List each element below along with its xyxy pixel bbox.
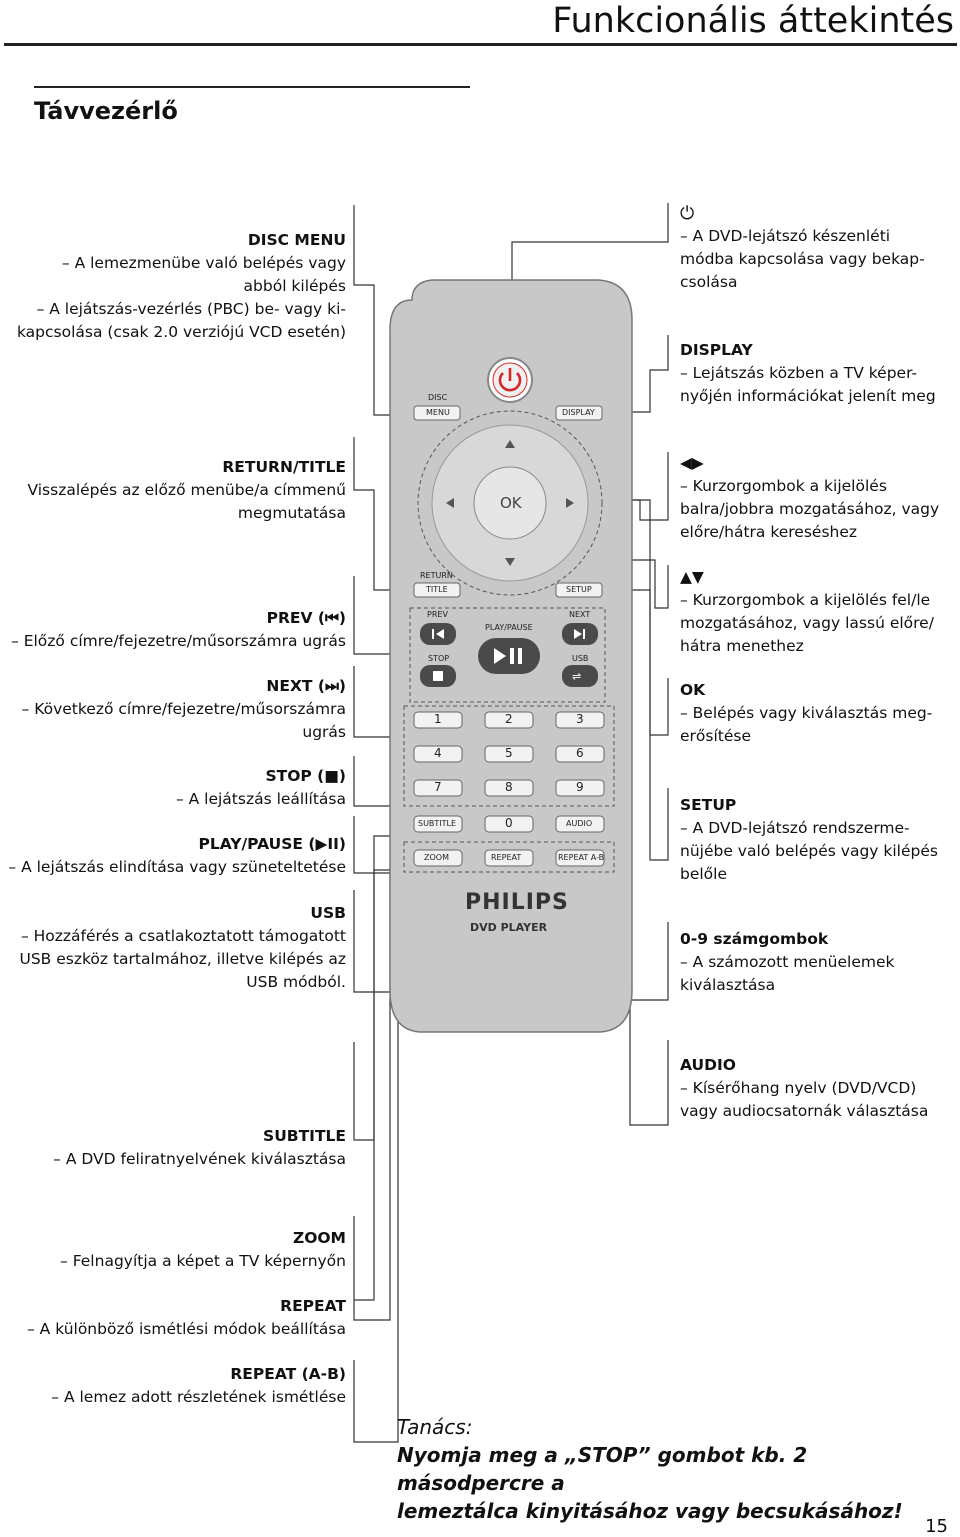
page-number: 15 xyxy=(925,1516,948,1537)
section-title: Távvezérlő xyxy=(34,97,178,125)
label-audio: AUDIO – Kísérőhang nyelv (DVD/VCD) vagy … xyxy=(680,1056,929,1120)
model-label: DVD PLAYER xyxy=(470,921,548,934)
brand-logo: PHILIPS xyxy=(465,890,569,915)
display-button[interactable]: DISPLAY xyxy=(562,408,595,417)
title-button[interactable]: TITLE xyxy=(426,585,448,594)
disc-menu-top-label: DISC xyxy=(428,393,448,402)
label-setup: SETUP – A DVD-lejátszó rendszerme- nüjéb… xyxy=(680,796,938,883)
remote-control xyxy=(389,279,633,1033)
digit-4-button[interactable]: 4 xyxy=(434,746,442,760)
digit-5-button[interactable]: 5 xyxy=(505,746,513,760)
label-disc-menu: DISC MENU – A lemezmenübe való belépés v… xyxy=(16,231,346,341)
label-next: NEXT (⏭) – Következő címre/fejezetre/műs… xyxy=(21,677,346,741)
digit-7-button[interactable]: 7 xyxy=(434,780,442,794)
digit-1-button[interactable]: 1 xyxy=(434,712,442,726)
zoom-button[interactable]: ZOOM xyxy=(424,853,449,862)
tip-line-2: lemeztálca kinyitásához vagy becsukásáho… xyxy=(397,1499,903,1523)
label-usb: USB – Hozzáférés a csatlakoztatott támog… xyxy=(19,904,347,991)
digit-2-button[interactable]: 2 xyxy=(505,712,513,726)
usb-icon: ⇌ xyxy=(572,670,582,683)
label-subtitle: SUBTITLE – A DVD feliratnyelvének kivála… xyxy=(53,1127,346,1168)
ok-button[interactable]: OK xyxy=(500,494,522,512)
prev-label: PREV xyxy=(427,610,448,619)
label-repeat-ab: REPEAT (A-B) – A lemez adott részletének… xyxy=(51,1365,346,1406)
next-label: NEXT xyxy=(569,610,591,619)
label-zoom: ZOOM – Felnagyítja a képet a TV képernyő… xyxy=(60,1229,346,1270)
label-repeat: REPEAT – A különböző ismétlési módok beá… xyxy=(26,1297,346,1338)
stop-label: STOP xyxy=(428,654,450,663)
subtitle-button[interactable]: SUBTITLE xyxy=(418,819,457,828)
label-left-right: ◀▶ – Kurzorgombok a kijelölés balra/jobb… xyxy=(680,452,955,544)
label-power: ⏻ – A DVD-lejátszó készenléti módba kapc… xyxy=(680,202,955,294)
repeat-button[interactable]: REPEAT xyxy=(491,853,522,862)
play-pause-label: PLAY/PAUSE xyxy=(485,623,533,632)
label-return-title: RETURN/TITLE Visszalépés az előző menübe… xyxy=(27,458,346,522)
up-down-arrows-icon: ▲▼ xyxy=(680,568,704,586)
label-numbers: 0-9 számgombok – A számozott menüelemek … xyxy=(680,930,895,994)
header-rule xyxy=(4,43,957,46)
repeat-ab-button[interactable]: REPEAT A-B xyxy=(558,853,605,862)
label-up-down: ▲▼ – Kurzorgombok a kijelölés fel/le moz… xyxy=(680,566,955,658)
audio-button[interactable]: AUDIO xyxy=(566,819,593,828)
label-display: DISPLAY – Lejátszás közben a TV képer- n… xyxy=(680,341,936,405)
digit-9-button[interactable]: 9 xyxy=(576,780,584,794)
label-prev: PREV (⏮) – Előző címre/fejezetre/műsorsz… xyxy=(11,609,346,650)
tip-box: Tanács: Nyomja meg a „STOP” gombot kb. 2… xyxy=(397,1413,960,1525)
return-label: RETURN xyxy=(420,571,453,580)
label-stop: STOP (■) – A lejátszás leállítása xyxy=(175,767,346,808)
digit-3-button[interactable]: 3 xyxy=(576,712,584,726)
digit-0-button[interactable]: 0 xyxy=(505,816,513,830)
disc-menu-button[interactable]: MENU xyxy=(426,408,450,417)
power-icon: ⏻ xyxy=(680,203,695,224)
digit-8-button[interactable]: 8 xyxy=(505,780,513,794)
tip-heading: Tanács: xyxy=(397,1415,473,1439)
setup-button[interactable]: SETUP xyxy=(566,585,592,594)
digit-6-button[interactable]: 6 xyxy=(576,746,584,760)
left-right-arrows-icon: ◀▶ xyxy=(680,454,704,472)
label-ok: OK – Belépés vagy kiválasztás meg- erősí… xyxy=(680,681,933,745)
section-rule xyxy=(34,86,470,88)
label-play-pause: PLAY/PAUSE (▶II) – A lejátszás elindítás… xyxy=(8,835,346,876)
page-title: Funkcionális áttekintés xyxy=(552,1,954,41)
usb-label: USB xyxy=(572,654,589,663)
tip-line-1: Nyomja meg a „STOP” gombot kb. 2 másodpe… xyxy=(397,1443,808,1495)
